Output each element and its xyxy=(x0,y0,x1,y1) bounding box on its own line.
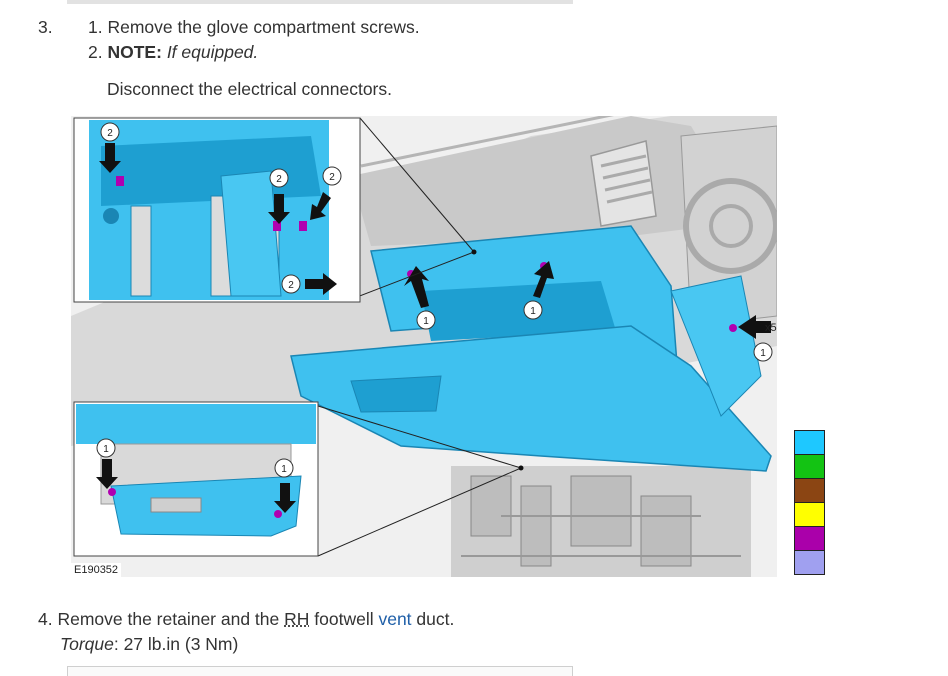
legend-swatch xyxy=(794,526,825,551)
callout-1-d: 1 xyxy=(103,444,109,455)
note-text: If equipped. xyxy=(166,42,259,62)
substep-1-text: 1. Remove the glove compartment screws. xyxy=(88,17,420,37)
rh-abbreviation[interactable]: RH xyxy=(284,609,310,629)
substep-2: 2. NOTE: If equipped. xyxy=(88,41,258,63)
note-label: NOTE: xyxy=(107,42,162,62)
substep-2-number: 2. xyxy=(88,42,103,62)
torque-label: Torque xyxy=(60,634,114,654)
color-legend xyxy=(794,430,825,575)
legend-swatch xyxy=(794,550,825,575)
figure-id-label: E190352 xyxy=(71,563,122,577)
torque-spec: Torque: 27 lb.in (3 Nm) xyxy=(60,633,238,655)
callout-2-a: 2 xyxy=(107,128,113,139)
instruction-text: Disconnect the electrical connectors. xyxy=(107,79,392,99)
step-4-prefix: 4. Remove the retainer and the xyxy=(38,609,285,629)
callout-x5: x5 xyxy=(765,322,777,334)
callout-1-e: 1 xyxy=(281,464,287,475)
step-4-suffix: duct. xyxy=(411,609,455,629)
illustration-svg: 1 1 x5 1 2 2 2 2 xyxy=(71,116,777,577)
callout-2-c: 2 xyxy=(329,172,335,183)
callout-2-b: 2 xyxy=(276,174,282,185)
vent-link[interactable]: vent xyxy=(378,609,412,629)
torque-value: : 27 lb.in (3 Nm) xyxy=(113,634,239,654)
top-divider xyxy=(67,0,573,4)
bottom-divider xyxy=(67,666,573,676)
callout-1-c: 1 xyxy=(760,348,766,359)
legend-swatch xyxy=(794,454,825,479)
callout-1-b: 1 xyxy=(530,306,536,317)
step-4-text: 4. Remove the retainer and the RH footwe… xyxy=(38,608,454,630)
legend-swatch xyxy=(794,478,825,503)
legend-swatch xyxy=(794,430,825,455)
callout-2-d: 2 xyxy=(288,280,294,291)
step-4-middle: footwell xyxy=(309,609,379,629)
callout-1-a: 1 xyxy=(423,316,429,327)
step-3-number: 3. xyxy=(38,17,53,37)
legend-swatch xyxy=(794,502,825,527)
glove-compartment-illustration: 1 1 x5 1 2 2 2 2 xyxy=(71,116,777,577)
